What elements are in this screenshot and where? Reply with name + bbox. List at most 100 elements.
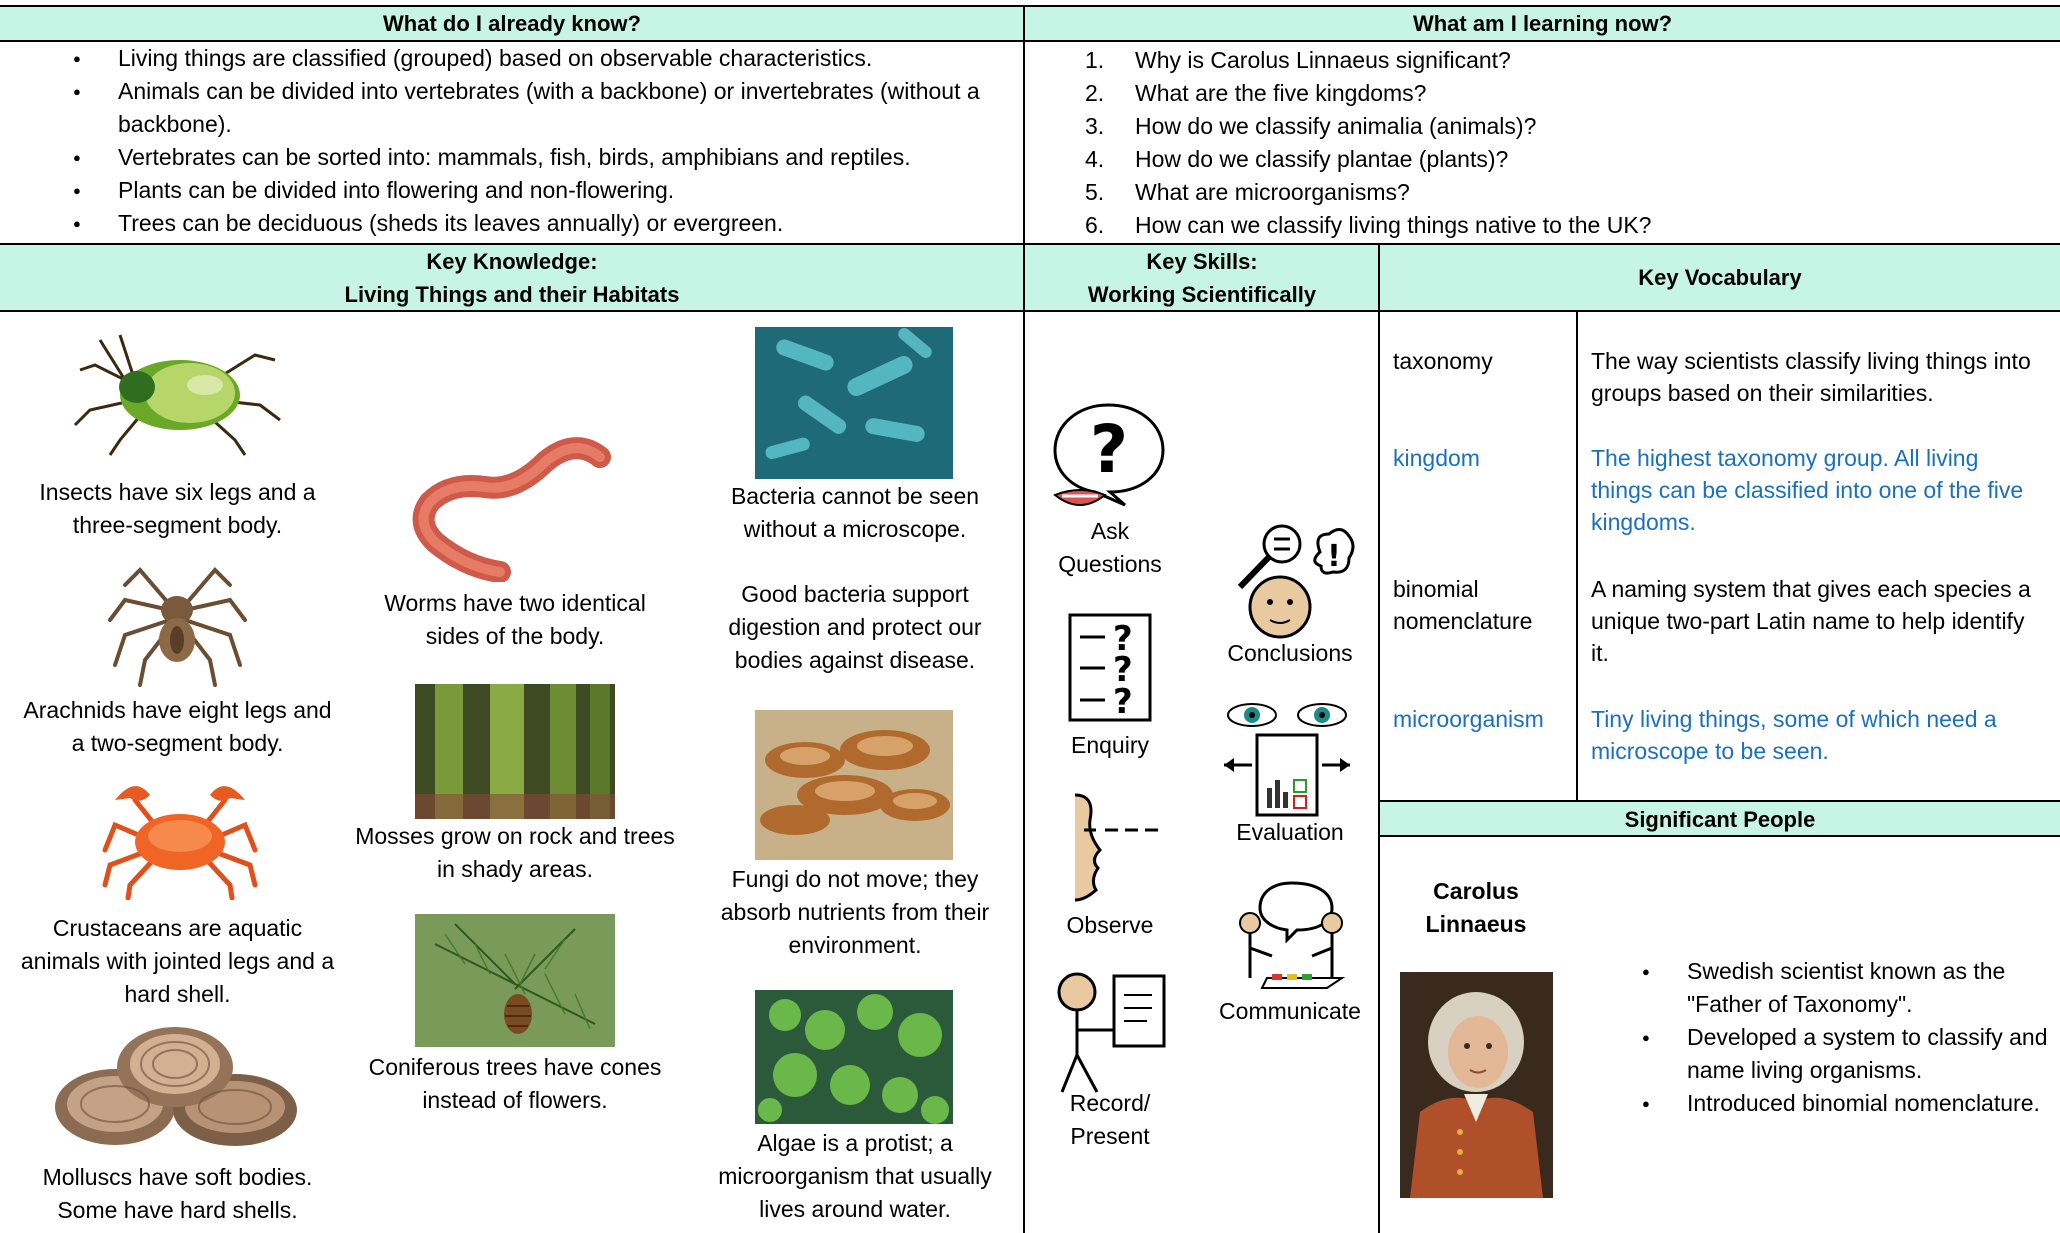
linnaeus-portrait bbox=[1400, 972, 1553, 1198]
grid-line bbox=[1378, 835, 2060, 837]
bacteria-caption: Bacteria cannot be seen without a micros… bbox=[730, 483, 980, 542]
mosses-caption: Mosses grow on rock and trees in shady a… bbox=[355, 823, 675, 882]
skill-record-present: Record/ Present bbox=[1069, 1090, 1151, 1149]
person-facts-list: Swedish scientist known as the "Father o… bbox=[1642, 955, 2052, 1120]
grid-line bbox=[0, 40, 2060, 42]
beetle-image bbox=[65, 325, 290, 460]
conifer-image bbox=[415, 914, 615, 1047]
list-item: Introduced binomial nomenclature. bbox=[1642, 1087, 2052, 1120]
skill-observe: Observe bbox=[1066, 912, 1154, 938]
list-item: Developed a system to classify and name … bbox=[1642, 1021, 2052, 1087]
crustaceans-caption: Crustaceans are aquatic animals with joi… bbox=[20, 915, 335, 1007]
grid-line bbox=[0, 310, 2060, 312]
question-text: How can we classify living things native… bbox=[1135, 212, 1652, 238]
record-present-icon bbox=[1052, 970, 1172, 1095]
question-text: Why is Carolus Linnaeus significant? bbox=[1135, 47, 1511, 73]
header-key-skills: Key Skills: Working Scientifically bbox=[1025, 245, 1379, 310]
good-bacteria-caption: Good bacteria support digestion and prot… bbox=[728, 581, 982, 673]
list-item: Vertebrates can be sorted into: mammals,… bbox=[73, 141, 1013, 174]
header-already-know-text: What do I already know? bbox=[383, 10, 641, 36]
enquiry-icon: ??? bbox=[1065, 610, 1155, 725]
header-key-knowledge-line1: Key Knowledge: bbox=[426, 248, 598, 274]
vocab-def-microorganism: Tiny living things, some of which need a… bbox=[1591, 706, 1997, 764]
learning-now-list: 1. Why is Carolus Linnaeus significant? 2… bbox=[1085, 44, 2045, 242]
observe-icon bbox=[1060, 790, 1170, 905]
skill-conclusions: Conclusions bbox=[1227, 640, 1353, 666]
question-text: How do we classify animalia (animals)? bbox=[1135, 113, 1537, 139]
svg-text:?: ? bbox=[1113, 682, 1133, 722]
skill-enquiry: Enquiry bbox=[1071, 732, 1149, 758]
worm-image bbox=[405, 432, 620, 582]
list-number: 1. bbox=[1085, 47, 1105, 73]
header-learning-now: What am I learning now? bbox=[1025, 6, 2060, 40]
fungi-caption: Fungi do not move; they absorb nutrients… bbox=[720, 866, 990, 958]
person-name: Carolus Linnaeus bbox=[1425, 878, 1527, 937]
list-item: Living things are classified (grouped) b… bbox=[73, 42, 1013, 75]
list-item: 2. What are the five kingdoms? bbox=[1085, 77, 2045, 110]
molluscs-caption: Molluscs have soft bodies. Some have har… bbox=[42, 1164, 313, 1223]
grid-line bbox=[0, 243, 2060, 245]
vocab-term-kingdom: kingdom bbox=[1393, 445, 1480, 471]
svg-text:?: ? bbox=[1113, 619, 1133, 659]
list-item: Animals can be divided into vertebrates … bbox=[73, 75, 1013, 141]
vocab-term-binomial: binomial nomenclature bbox=[1393, 576, 1533, 634]
vocab-def-kingdom: The highest taxonomy group. All living t… bbox=[1591, 445, 2024, 535]
question-text: What are microorganisms? bbox=[1135, 179, 1410, 205]
vocab-term-taxonomy: taxonomy bbox=[1393, 348, 1493, 374]
header-learning-now-text: What am I learning now? bbox=[1412, 10, 1673, 36]
list-number: 3. bbox=[1085, 113, 1105, 139]
grid-line bbox=[1576, 310, 1578, 800]
question-bubble-icon: ? bbox=[1050, 400, 1170, 515]
header-key-vocab: Key Vocabulary bbox=[1380, 245, 2060, 310]
list-item: 6. How can we classify living things nati… bbox=[1085, 209, 2045, 242]
list-number: 5. bbox=[1085, 179, 1105, 205]
header-key-skills-line2: Working Scientifically bbox=[1087, 281, 1317, 307]
list-item: 4. How do we classify plantae (plants)? bbox=[1085, 143, 2045, 176]
grid-line bbox=[0, 5, 2060, 7]
bacteria-image bbox=[755, 327, 953, 479]
mollusc-image bbox=[45, 1012, 310, 1152]
algae-image bbox=[755, 990, 953, 1124]
communicate-icon bbox=[1232, 878, 1350, 993]
skill-communicate: Communicate bbox=[1219, 998, 1361, 1024]
arachnids-caption: Arachnids have eight legs and a two-segm… bbox=[23, 697, 332, 756]
svg-text:!: ! bbox=[1327, 539, 1341, 574]
vocab-def-binomial: A naming system that gives each species … bbox=[1591, 576, 2031, 666]
list-item: 5. What are microorganisms? bbox=[1085, 176, 2045, 209]
grid-line bbox=[1023, 5, 1025, 1233]
list-number: 6. bbox=[1085, 212, 1105, 238]
moss-image bbox=[415, 684, 615, 819]
already-know-list: Living things are classified (grouped) b… bbox=[73, 42, 1013, 240]
list-number: 4. bbox=[1085, 146, 1105, 172]
header-key-skills-line1: Key Skills: bbox=[1146, 248, 1258, 274]
list-item: Swedish scientist known as the "Father o… bbox=[1642, 955, 2052, 1021]
header-already-know: What do I already know? bbox=[0, 6, 1024, 40]
svg-text:?: ? bbox=[1090, 411, 1128, 488]
list-item: 1. Why is Carolus Linnaeus significant? bbox=[1085, 44, 2045, 77]
header-significant-people-text: Significant People bbox=[1624, 806, 1816, 832]
svg-text:?: ? bbox=[1113, 650, 1133, 690]
vocab-term-microorganism: microorganism bbox=[1393, 706, 1544, 732]
grid-line bbox=[1378, 243, 1380, 1233]
coniferous-caption: Coniferous trees have cones instead of f… bbox=[368, 1054, 662, 1113]
crab-image bbox=[90, 770, 270, 900]
worms-caption: Worms have two identical sides of the bo… bbox=[384, 590, 646, 649]
header-key-knowledge-line2: Living Things and their Habitats bbox=[344, 281, 680, 307]
list-item: Trees can be deciduous (sheds its leaves… bbox=[73, 207, 1013, 240]
list-item: 3. How do we classify animalia (animals)? bbox=[1085, 110, 2045, 143]
question-text: How do we classify plantae (plants)? bbox=[1135, 146, 1509, 172]
algae-caption: Algae is a protist; a microorganism that… bbox=[718, 1130, 992, 1222]
list-number: 2. bbox=[1085, 80, 1105, 106]
question-text: What are the five kingdoms? bbox=[1135, 80, 1427, 106]
grid-line bbox=[1378, 800, 2060, 802]
header-key-vocab-text: Key Vocabulary bbox=[1638, 265, 1802, 290]
header-significant-people: Significant People bbox=[1380, 802, 2060, 836]
vocab-def-taxonomy: The way scientists classify living thing… bbox=[1591, 348, 2031, 406]
spider-image bbox=[100, 545, 255, 690]
header-key-knowledge: Key Knowledge: Living Things and their H… bbox=[0, 245, 1024, 310]
evaluation-icon bbox=[1222, 700, 1352, 820]
fungi-image bbox=[755, 710, 953, 860]
conclusions-icon: ! bbox=[1225, 522, 1355, 642]
insects-caption: Insects have six legs and a three-segmen… bbox=[39, 479, 316, 538]
skill-evaluation: Evaluation bbox=[1236, 819, 1344, 845]
